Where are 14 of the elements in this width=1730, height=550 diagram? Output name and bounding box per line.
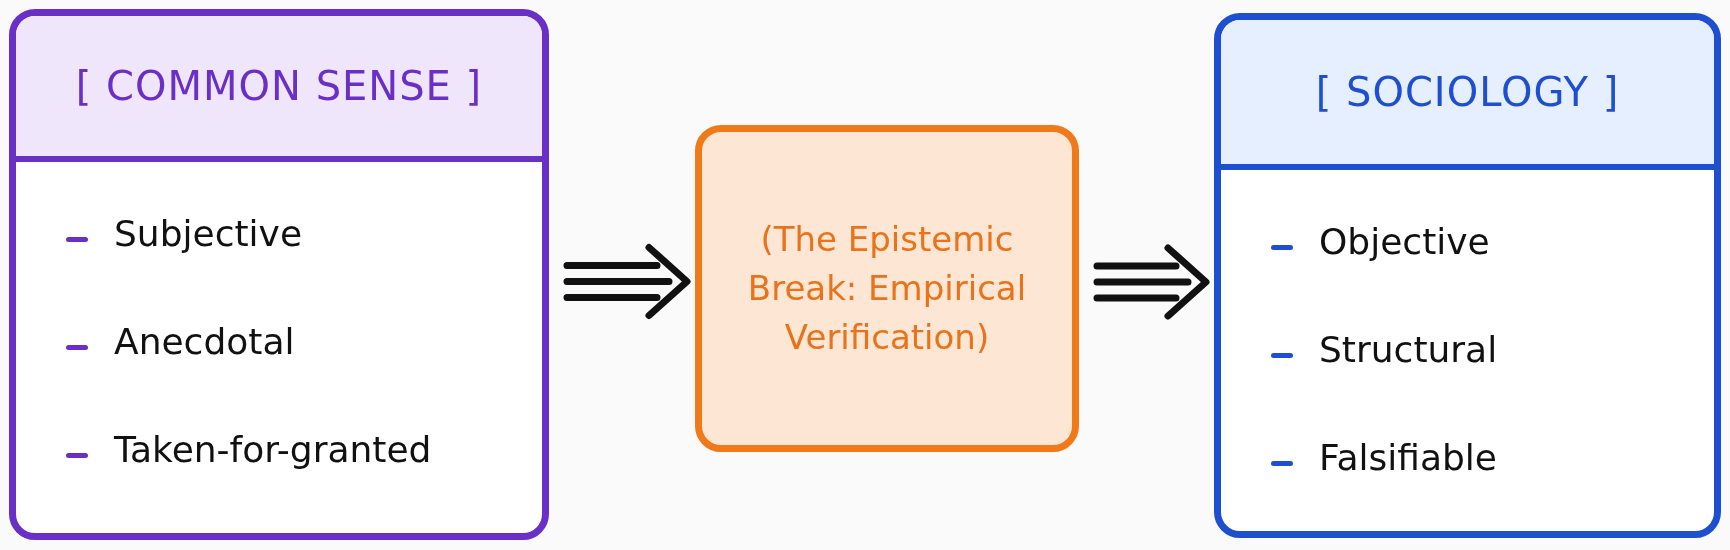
list-item: Falsifiable: [1319, 437, 1497, 478]
process-box: [695, 125, 1079, 452]
list-item: Objective: [1319, 221, 1490, 262]
list-card: [1214, 13, 1721, 538]
list-item: Anecdotal: [114, 321, 295, 362]
double-arrow: [563, 244, 691, 319]
box-text: (The Epistemic Break: Empirical Verification): [746, 217, 1028, 360]
card-title: [ COMMON SENSE ]: [16, 16, 542, 162]
list-card: [9, 9, 549, 540]
list-item: Subjective: [114, 213, 303, 254]
list-item: Structural: [1319, 329, 1498, 370]
list-item: Taken-for-granted: [114, 429, 432, 470]
card-title: [ SOCIOLOGY ]: [1221, 20, 1714, 170]
double-arrow: [1093, 244, 1210, 320]
